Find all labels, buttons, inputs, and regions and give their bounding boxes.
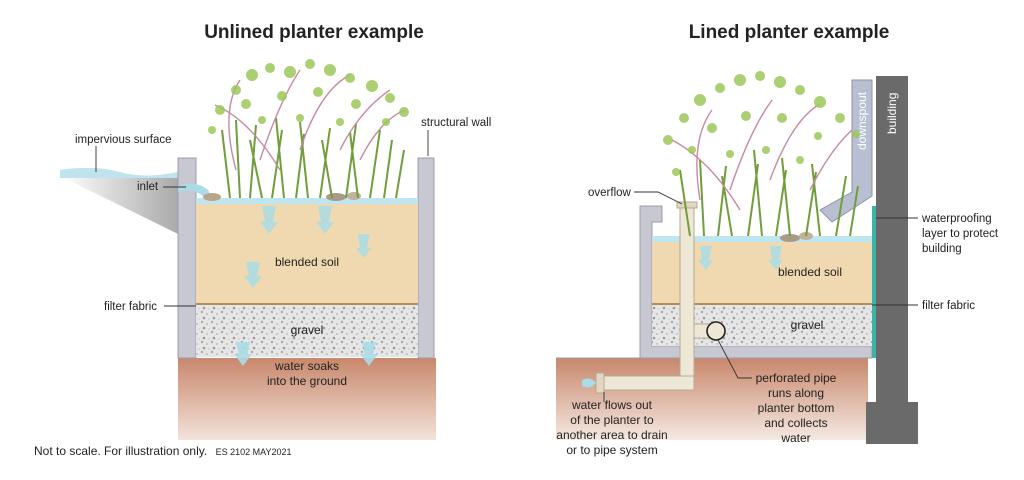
building-wall — [876, 76, 908, 402]
label-unlined-gravel: gravel — [291, 323, 324, 337]
unlined-planter: impervious surface inlet structural wall… — [60, 59, 491, 440]
label-lined-blended-soil: blended soil — [778, 265, 842, 279]
unlined-blended-soil — [196, 202, 418, 304]
label-perforated-3: planter bottom — [758, 401, 835, 415]
lined-surface-water — [652, 236, 872, 242]
lined-planter: overflow downspout building waterproofin… — [556, 71, 999, 457]
label-waterproofing-2: layer to protect — [922, 228, 999, 240]
leader-overflow — [634, 191, 683, 205]
label-flows-3: another area to drain — [556, 428, 667, 442]
label-water-soaks-2: into the ground — [267, 374, 347, 388]
structural-wall — [417, 157, 435, 359]
water-drip — [244, 262, 262, 288]
label-waterproofing-3: building — [922, 243, 962, 255]
footer-code: ES 2102 MAY2021 — [216, 447, 292, 457]
label-water-soaks-1: water soaks — [274, 359, 339, 373]
footer-note: Not to scale. For illustration only. ES … — [34, 442, 292, 459]
label-perforated-4: and collects — [764, 416, 827, 430]
outflow-water — [582, 378, 596, 388]
rock — [203, 193, 221, 201]
label-unlined-filter-fabric: filter fabric — [104, 301, 157, 313]
label-waterproofing-1: waterproofing — [921, 213, 992, 225]
label-structural-wall: structural wall — [421, 117, 491, 129]
label-flows-1: water flows out — [571, 398, 653, 412]
water-drip — [698, 246, 713, 270]
impervious-surface — [60, 167, 178, 178]
label-building: building — [885, 93, 899, 134]
rock — [326, 193, 346, 201]
label-flows-2: of the planter to — [570, 413, 654, 427]
label-downspout: downspout — [855, 91, 869, 150]
water-drip — [356, 234, 371, 258]
label-overflow: overflow — [588, 187, 632, 199]
label-unlined-blended-soil: blended soil — [275, 255, 339, 269]
outflow-end — [595, 372, 605, 394]
water-drip — [234, 342, 252, 366]
unlined-title: Unlined planter example — [204, 22, 424, 43]
unlined-surface-water — [196, 198, 418, 204]
perforated-pipe — [706, 321, 726, 341]
waterproofing-layer — [872, 206, 876, 358]
label-perforated-2: runs along — [768, 386, 824, 400]
overflow-cap — [676, 201, 698, 209]
label-lined-gravel: gravel — [791, 318, 824, 332]
footer-note-text: Not to scale. For illustration only. — [34, 444, 207, 458]
unlined-plants — [208, 59, 409, 199]
unlined-gravel — [196, 305, 418, 357]
leader-perforated-pipe — [717, 339, 752, 379]
water-drip — [316, 206, 334, 234]
lined-title: Lined planter example — [689, 22, 890, 43]
label-impervious-surface: impervious surface — [75, 134, 172, 146]
lined-plants — [663, 71, 860, 237]
label-lined-filter-fabric: filter fabric — [922, 300, 975, 312]
label-flows-4: or to pipe system — [566, 443, 657, 457]
impervious-surface-wedge — [60, 176, 178, 234]
downspout — [819, 79, 873, 223]
outflow-pipe — [599, 375, 695, 391]
building-footing — [866, 402, 918, 444]
unlined-ground — [178, 358, 436, 440]
water-drip — [360, 342, 378, 366]
label-perforated-1: perforated pipe — [756, 371, 837, 385]
water-drip — [768, 246, 783, 270]
rock — [347, 192, 361, 200]
lined-ground — [556, 358, 868, 440]
rock — [780, 234, 800, 242]
water-drip — [260, 206, 278, 234]
label-inlet: inlet — [137, 181, 159, 193]
overflow-pipe — [679, 205, 695, 383]
label-perforated-5: water — [780, 431, 810, 445]
